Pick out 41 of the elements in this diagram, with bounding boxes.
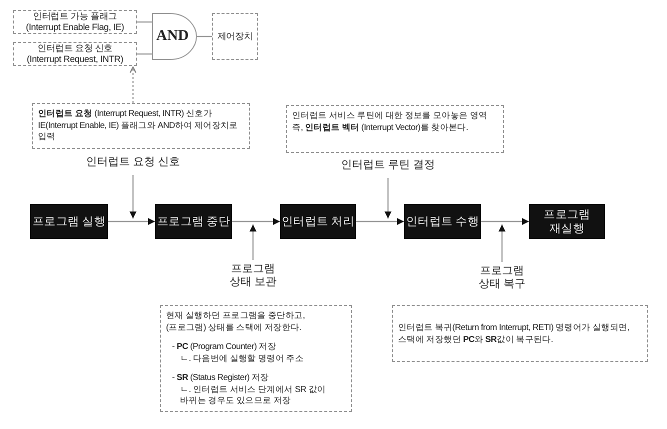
note-text: 인터럽트 요청 신호 (36, 43, 114, 54)
connector-line (197, 36, 212, 38)
arrow (130, 175, 136, 218)
signal-box (13, 42, 137, 66)
note-text: (Interrupt Enable Flag, IE) (24, 22, 126, 33)
arrow (250, 224, 256, 260)
arrow (384, 178, 392, 218)
note-text: ㄴ. 다음번에 실행할 명령어 주소 (179, 352, 305, 364)
note-box (32, 103, 250, 149)
and-gate: AND (152, 13, 197, 60)
note-box (392, 305, 648, 362)
control-unit-box: 제어장치 (212, 13, 258, 60)
arrow (130, 66, 136, 103)
step-label: 프로그램 상태 보관 (223, 263, 283, 293)
connector-line (137, 53, 152, 55)
note-text: 인터럽트 요청 (Interrupt Request, INTR) 신호가 IE(Interrupt Enable, IE) 플래그와 AND하여 제어장치로 입력 (38, 108, 239, 142)
arrow (232, 218, 280, 225)
step-label: 인터럽트 루틴 결정 (318, 159, 458, 175)
process-box: 프로그램 재실행 (529, 204, 605, 239)
signal-box (13, 10, 137, 34)
note-text: ㄴ. 인터럽트 서비스 단계에서 SR 값이 바뀌는 경우도 있으므로 저장 (179, 384, 327, 406)
connector-line (137, 21, 152, 23)
arrow (108, 218, 155, 225)
note-text: 인터럽트 복귀(Return from Interrupt, RETI) 명령어가 실행되면, 스택에 저장했던 PC와 SR값이 복구된다. (398, 322, 630, 345)
note-text: - SR (Status Register) 저장 (171, 372, 270, 384)
process-box: 프로그램 중단 (155, 204, 232, 239)
step-label: 프로그램 상태 복구 (472, 265, 532, 295)
note-text: (Interrupt Request, INTR) (26, 54, 124, 65)
arrow (498, 224, 506, 262)
process-box: 인터럽트 처리 (280, 204, 356, 239)
note-box (160, 305, 352, 412)
note-box (286, 105, 504, 153)
arrow (356, 218, 404, 225)
process-box: 프로그램 실행 (30, 204, 108, 239)
note-text: 인터럽트 서비스 루틴에 대한 정보를 모아놓은 영역 즉, 인터럽트 벡터 (Interrupt Vector)를 찾아본다. (292, 110, 488, 133)
note-text: 현재 실행하던 프로그램을 중단하고, (프로그램) 상태를 스택에 저장한다. (166, 310, 306, 333)
step-label: 인터럽트 요청 신호 (70, 156, 196, 172)
note-text: - PC (Program Counter) 저장 (171, 341, 278, 352)
arrow (481, 218, 529, 225)
process-box: 인터럽트 수행 (404, 204, 481, 239)
note-text: 인터럽트 가능 플래그 (32, 11, 118, 22)
